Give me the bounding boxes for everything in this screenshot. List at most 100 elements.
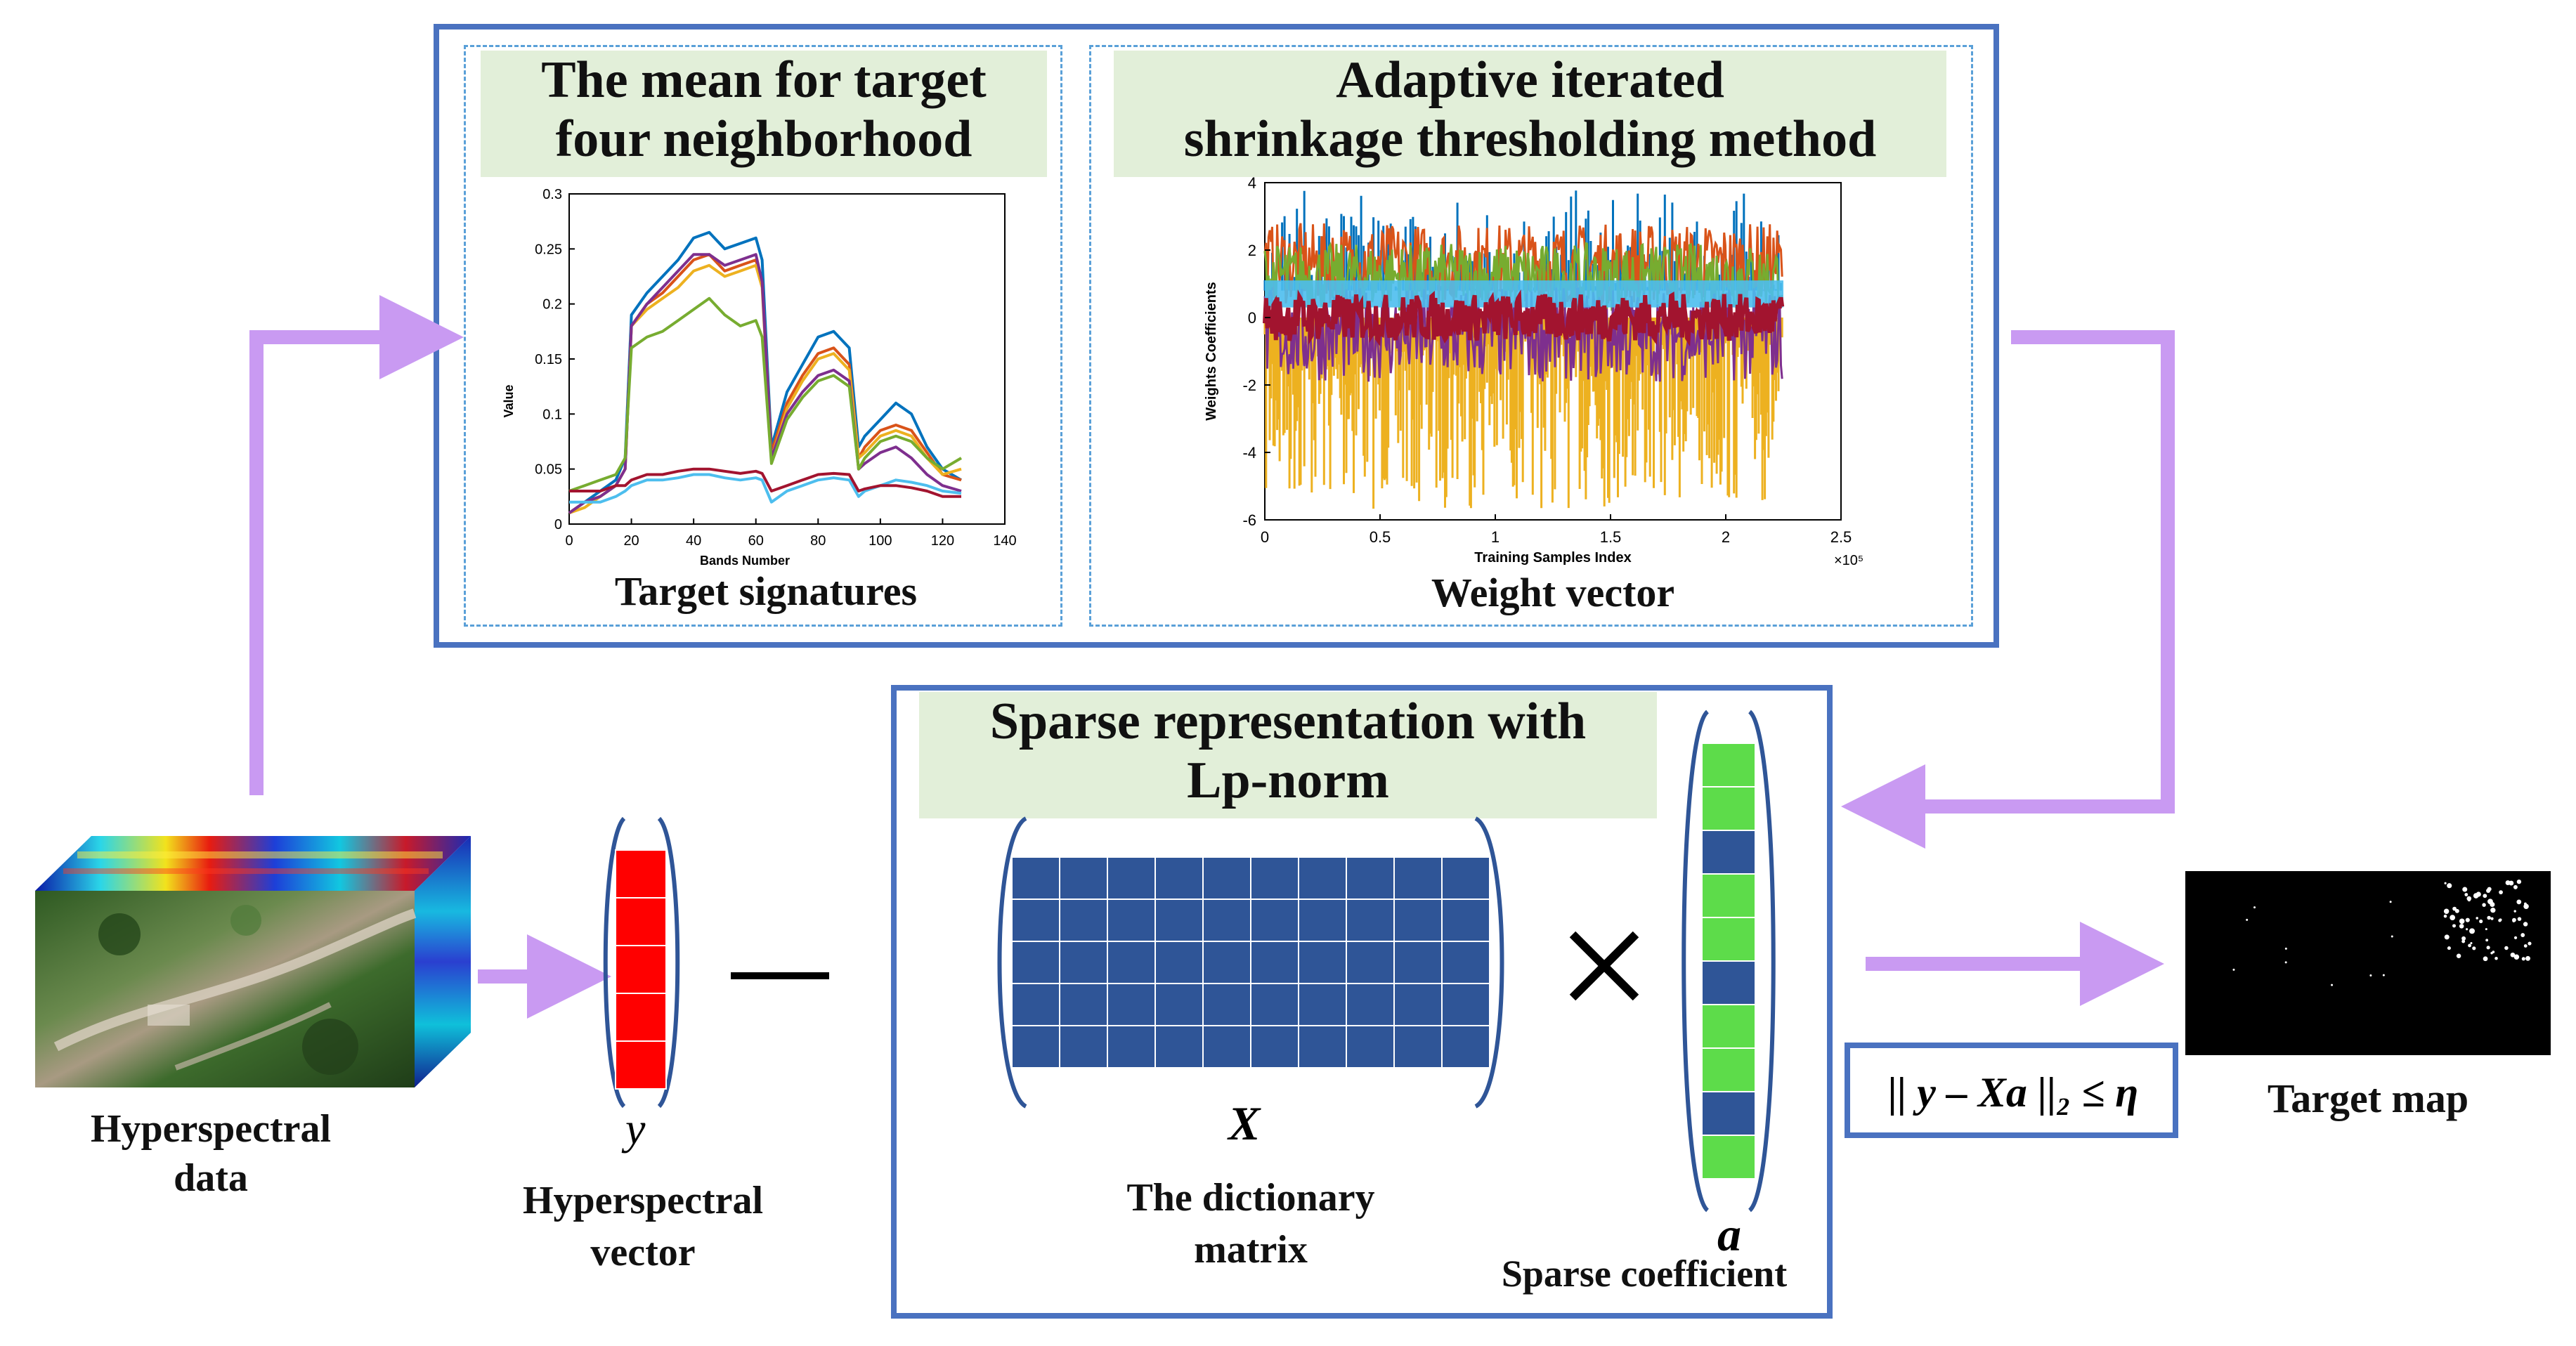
target-pixel [2482, 903, 2486, 907]
target-pixel [2509, 880, 2514, 886]
target-pixel [2452, 906, 2457, 911]
target-pixel [2523, 922, 2528, 927]
minus-sign [731, 972, 829, 979]
target-pixel [2389, 901, 2392, 903]
target-signatures-title: The mean for target four neighborhood [481, 51, 1047, 177]
chart1-xtick-label: 0 [565, 533, 573, 549]
target-pixel [2521, 957, 2525, 961]
chart2-ylabel: Weights Coefficients [1204, 282, 1219, 420]
vector-cell [615, 897, 667, 946]
chart1-ytick-label: 0.2 [542, 297, 562, 313]
target-pixel [2466, 928, 2468, 931]
chart2-ytick-label: -4 [1242, 444, 1256, 462]
matrix-cell [1059, 1025, 1108, 1069]
hyperspectral-data-label-line1: Hyperspectral [90, 1107, 332, 1151]
sparse-coefficient-vector [1681, 710, 1776, 1213]
matrix-cell [1250, 941, 1299, 984]
chart2-ytick-label: 0 [1248, 309, 1256, 327]
matrix-cell [1011, 983, 1060, 1026]
target-pixel [2459, 918, 2465, 924]
target-pixel [2523, 903, 2529, 910]
target-pixel [2443, 908, 2450, 914]
chart1-ytick-label: 0.1 [542, 407, 562, 422]
target-pixel [2444, 934, 2450, 940]
coef-left-bracket [1681, 710, 1710, 1213]
chart2-xlabel: Training Samples Index [1474, 550, 1631, 566]
chart1-series-line [569, 473, 962, 504]
vector-right-bracket [657, 816, 680, 1109]
chart1-series-line [569, 467, 961, 498]
target-pixel [2452, 924, 2456, 928]
coef-cell [1701, 1004, 1756, 1049]
chart2-xtick-label: 0.5 [1370, 528, 1391, 546]
coef-cell [1701, 1091, 1756, 1136]
chart1-xtick-label: 40 [686, 533, 701, 549]
target-pixel [2494, 956, 2498, 960]
matrix-cell [1441, 856, 1490, 900]
target-pixel [2490, 917, 2494, 920]
target-pixel [2528, 941, 2532, 946]
matrix-cell [1154, 856, 1204, 900]
matrix-cell [1059, 856, 1108, 900]
coef-right-bracket [1748, 710, 1776, 1213]
matrix-cell [1107, 941, 1156, 984]
chart1-ytick-label: 0.3 [542, 187, 562, 202]
vector-cell [615, 1040, 667, 1090]
matrix-cell [1346, 1025, 1395, 1069]
cube-side-face [415, 836, 471, 1087]
target-pixel [2486, 888, 2491, 894]
hyperspectral-cube [35, 836, 471, 1087]
target-pixel [2490, 902, 2495, 908]
matrix-cell [1202, 983, 1251, 1026]
coef-cell [1701, 1135, 1756, 1180]
dictionary-matrix [997, 816, 1504, 1109]
matrix-cell [1059, 983, 1108, 1026]
chart1-xtick-label: 80 [810, 533, 826, 549]
target-pixel [2461, 936, 2466, 941]
matrix-cell [1202, 899, 1251, 942]
weight-vector-title-line2: shrinkage thresholding method [1183, 110, 1877, 168]
matrix-cell [1107, 983, 1156, 1026]
dictionary-matrix-label-line1: The dictionary [1126, 1176, 1375, 1220]
target-pixel [2246, 918, 2249, 921]
matrix-cell [1298, 856, 1347, 900]
times-symbol [1569, 931, 1639, 1001]
target-pixel [2513, 936, 2518, 939]
target-signatures-subpanel [464, 45, 1062, 627]
matrix-cell [1011, 941, 1060, 984]
matrix-cell [1202, 1025, 1251, 1069]
chart1-ytick-label: 0.05 [535, 462, 562, 478]
vector-cell [615, 849, 667, 899]
weight-vector-subpanel [1089, 45, 1973, 627]
vector-cell [615, 945, 667, 994]
matrix-right-bracket [1474, 816, 1504, 1109]
coef-cell [1701, 1047, 1756, 1092]
chart1-xlabel: Bands Number [700, 554, 790, 568]
matrix-cell [1154, 941, 1204, 984]
hyperspectral-vector-label-line2: vector [590, 1231, 696, 1274]
chart2-ytick-label: -6 [1242, 511, 1256, 529]
target-pixel [2523, 944, 2528, 948]
chart2-x-multiplier: ×10⁵ [1834, 553, 1863, 568]
matrix-cell [1011, 856, 1060, 900]
matrix-cell [1346, 983, 1395, 1026]
target-pixel [2447, 883, 2452, 889]
matrix-cell [1107, 856, 1156, 900]
dictionary-symbol-X: X [1228, 1097, 1261, 1150]
target-pixel [2516, 879, 2522, 884]
chart2-ytick-label: -2 [1242, 377, 1256, 394]
matrix-cell [1346, 941, 1395, 984]
matrix-cell [1441, 899, 1490, 942]
target-pixel [2443, 914, 2447, 918]
chart1-xtick-label: 120 [931, 533, 954, 549]
target-map-label: Target map [2267, 1076, 2469, 1121]
matrix-cell [1250, 899, 1299, 942]
target-pixel [2486, 946, 2490, 950]
target-pixel [2473, 893, 2479, 899]
target-pixel [2513, 910, 2516, 913]
matrix-cell [1154, 899, 1204, 942]
target-pixel [2490, 907, 2496, 913]
vector-symbol-y: y [625, 1104, 646, 1154]
hyperspectral-data-label: Hyperspectral data [42, 1104, 379, 1203]
